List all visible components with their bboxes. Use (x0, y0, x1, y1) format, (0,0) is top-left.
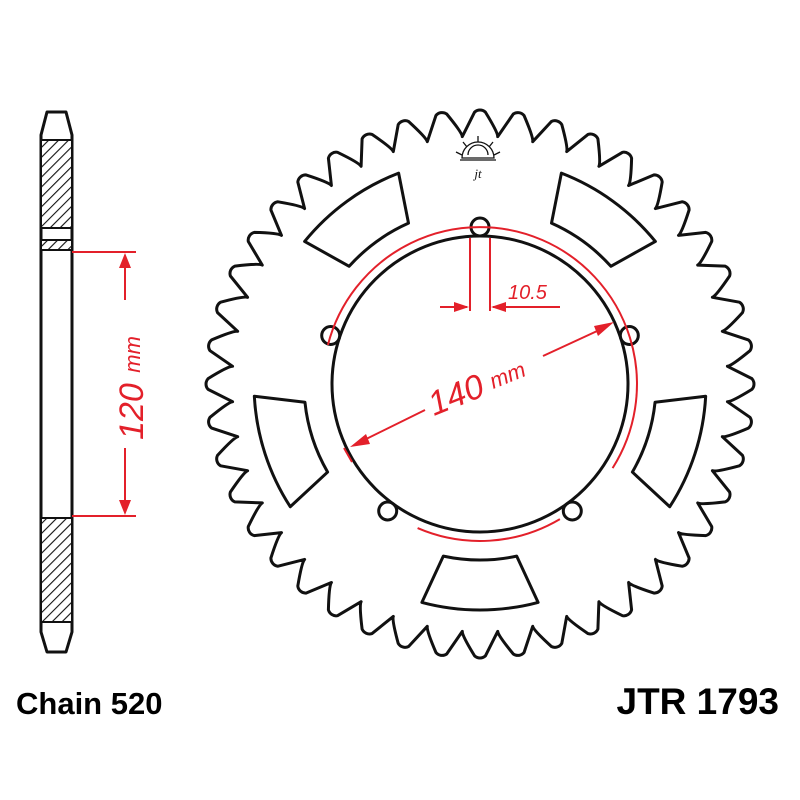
dim-arrowhead-bottom (119, 500, 131, 515)
pcd-arrowhead-left (350, 434, 370, 447)
svg-text:jt: jt (472, 166, 482, 181)
hatch-mid (40, 239, 73, 251)
chain-label: Chain 520 (16, 686, 162, 721)
bolt-hole (618, 325, 640, 346)
hatch-top (40, 139, 73, 229)
cutout-slot (252, 394, 330, 509)
cutout-slot (420, 554, 540, 612)
side-profile (39, 110, 74, 654)
bolt-hole (320, 325, 342, 346)
bolt-hole (377, 500, 399, 522)
width-dimension: 120 mm (72, 251, 151, 517)
hole-arrowhead-left (454, 302, 469, 312)
profile-outline (39, 110, 74, 654)
hatch-bottom (40, 517, 73, 623)
pcd-value: 140 (423, 367, 490, 424)
cutout-slot (303, 171, 411, 268)
pcd-arc (326, 226, 638, 469)
pcd-arc-lower (417, 518, 561, 542)
cutout-slot (549, 171, 657, 268)
pcd-dimension: 140 mm (343, 322, 614, 463)
bolt-holes (320, 216, 640, 522)
product-code: JTR 1793 (617, 681, 780, 722)
cutouts (252, 171, 708, 612)
pcd-tick-left (343, 447, 353, 463)
sprocket (204, 108, 756, 660)
svg-text:120 mm: 120 mm (113, 336, 151, 440)
hole-arrowhead-right (491, 302, 506, 312)
bolt-hole-value: 10.5 (508, 282, 548, 304)
cutout-slot (630, 394, 708, 509)
pcd-unit: mm (486, 357, 529, 394)
width-unit: mm (120, 336, 145, 373)
pcd-arrowhead-right (594, 322, 614, 336)
sprocket-outline (204, 108, 756, 660)
width-value: 120 (113, 383, 151, 440)
jt-logo-icon: jt (455, 136, 501, 181)
bolt-hole (561, 500, 583, 522)
svg-text:140 mm: 140 mm (423, 350, 532, 423)
bolt-hole-dimension: 10.5 (440, 238, 560, 312)
dim-arrowhead-top (119, 253, 131, 268)
